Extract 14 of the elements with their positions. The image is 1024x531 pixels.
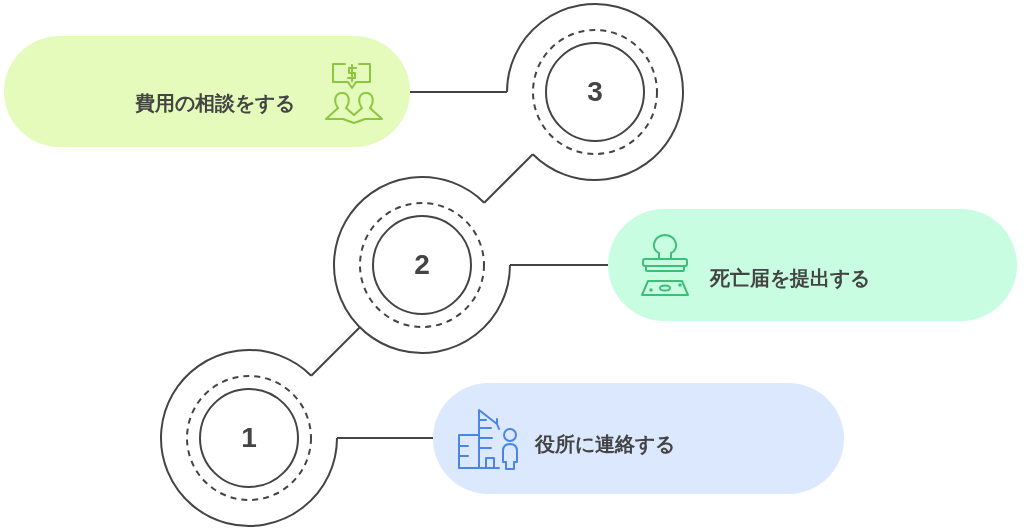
step-label: 役所に連絡する (535, 432, 675, 457)
connector-line (409, 91, 508, 93)
step-circle (159, 348, 339, 528)
step-number: 1 (241, 424, 257, 452)
connector-line (483, 153, 534, 204)
step-label: 費用の相談をする (135, 91, 295, 116)
step-circle (332, 175, 512, 355)
step-number: 2 (414, 251, 430, 279)
step-number: 3 (587, 78, 603, 106)
connector-line (336, 437, 434, 439)
connector-line (509, 264, 609, 266)
step-label: 死亡届を提出する (710, 265, 870, 291)
step-circle (505, 2, 685, 182)
connector-line (310, 326, 361, 377)
